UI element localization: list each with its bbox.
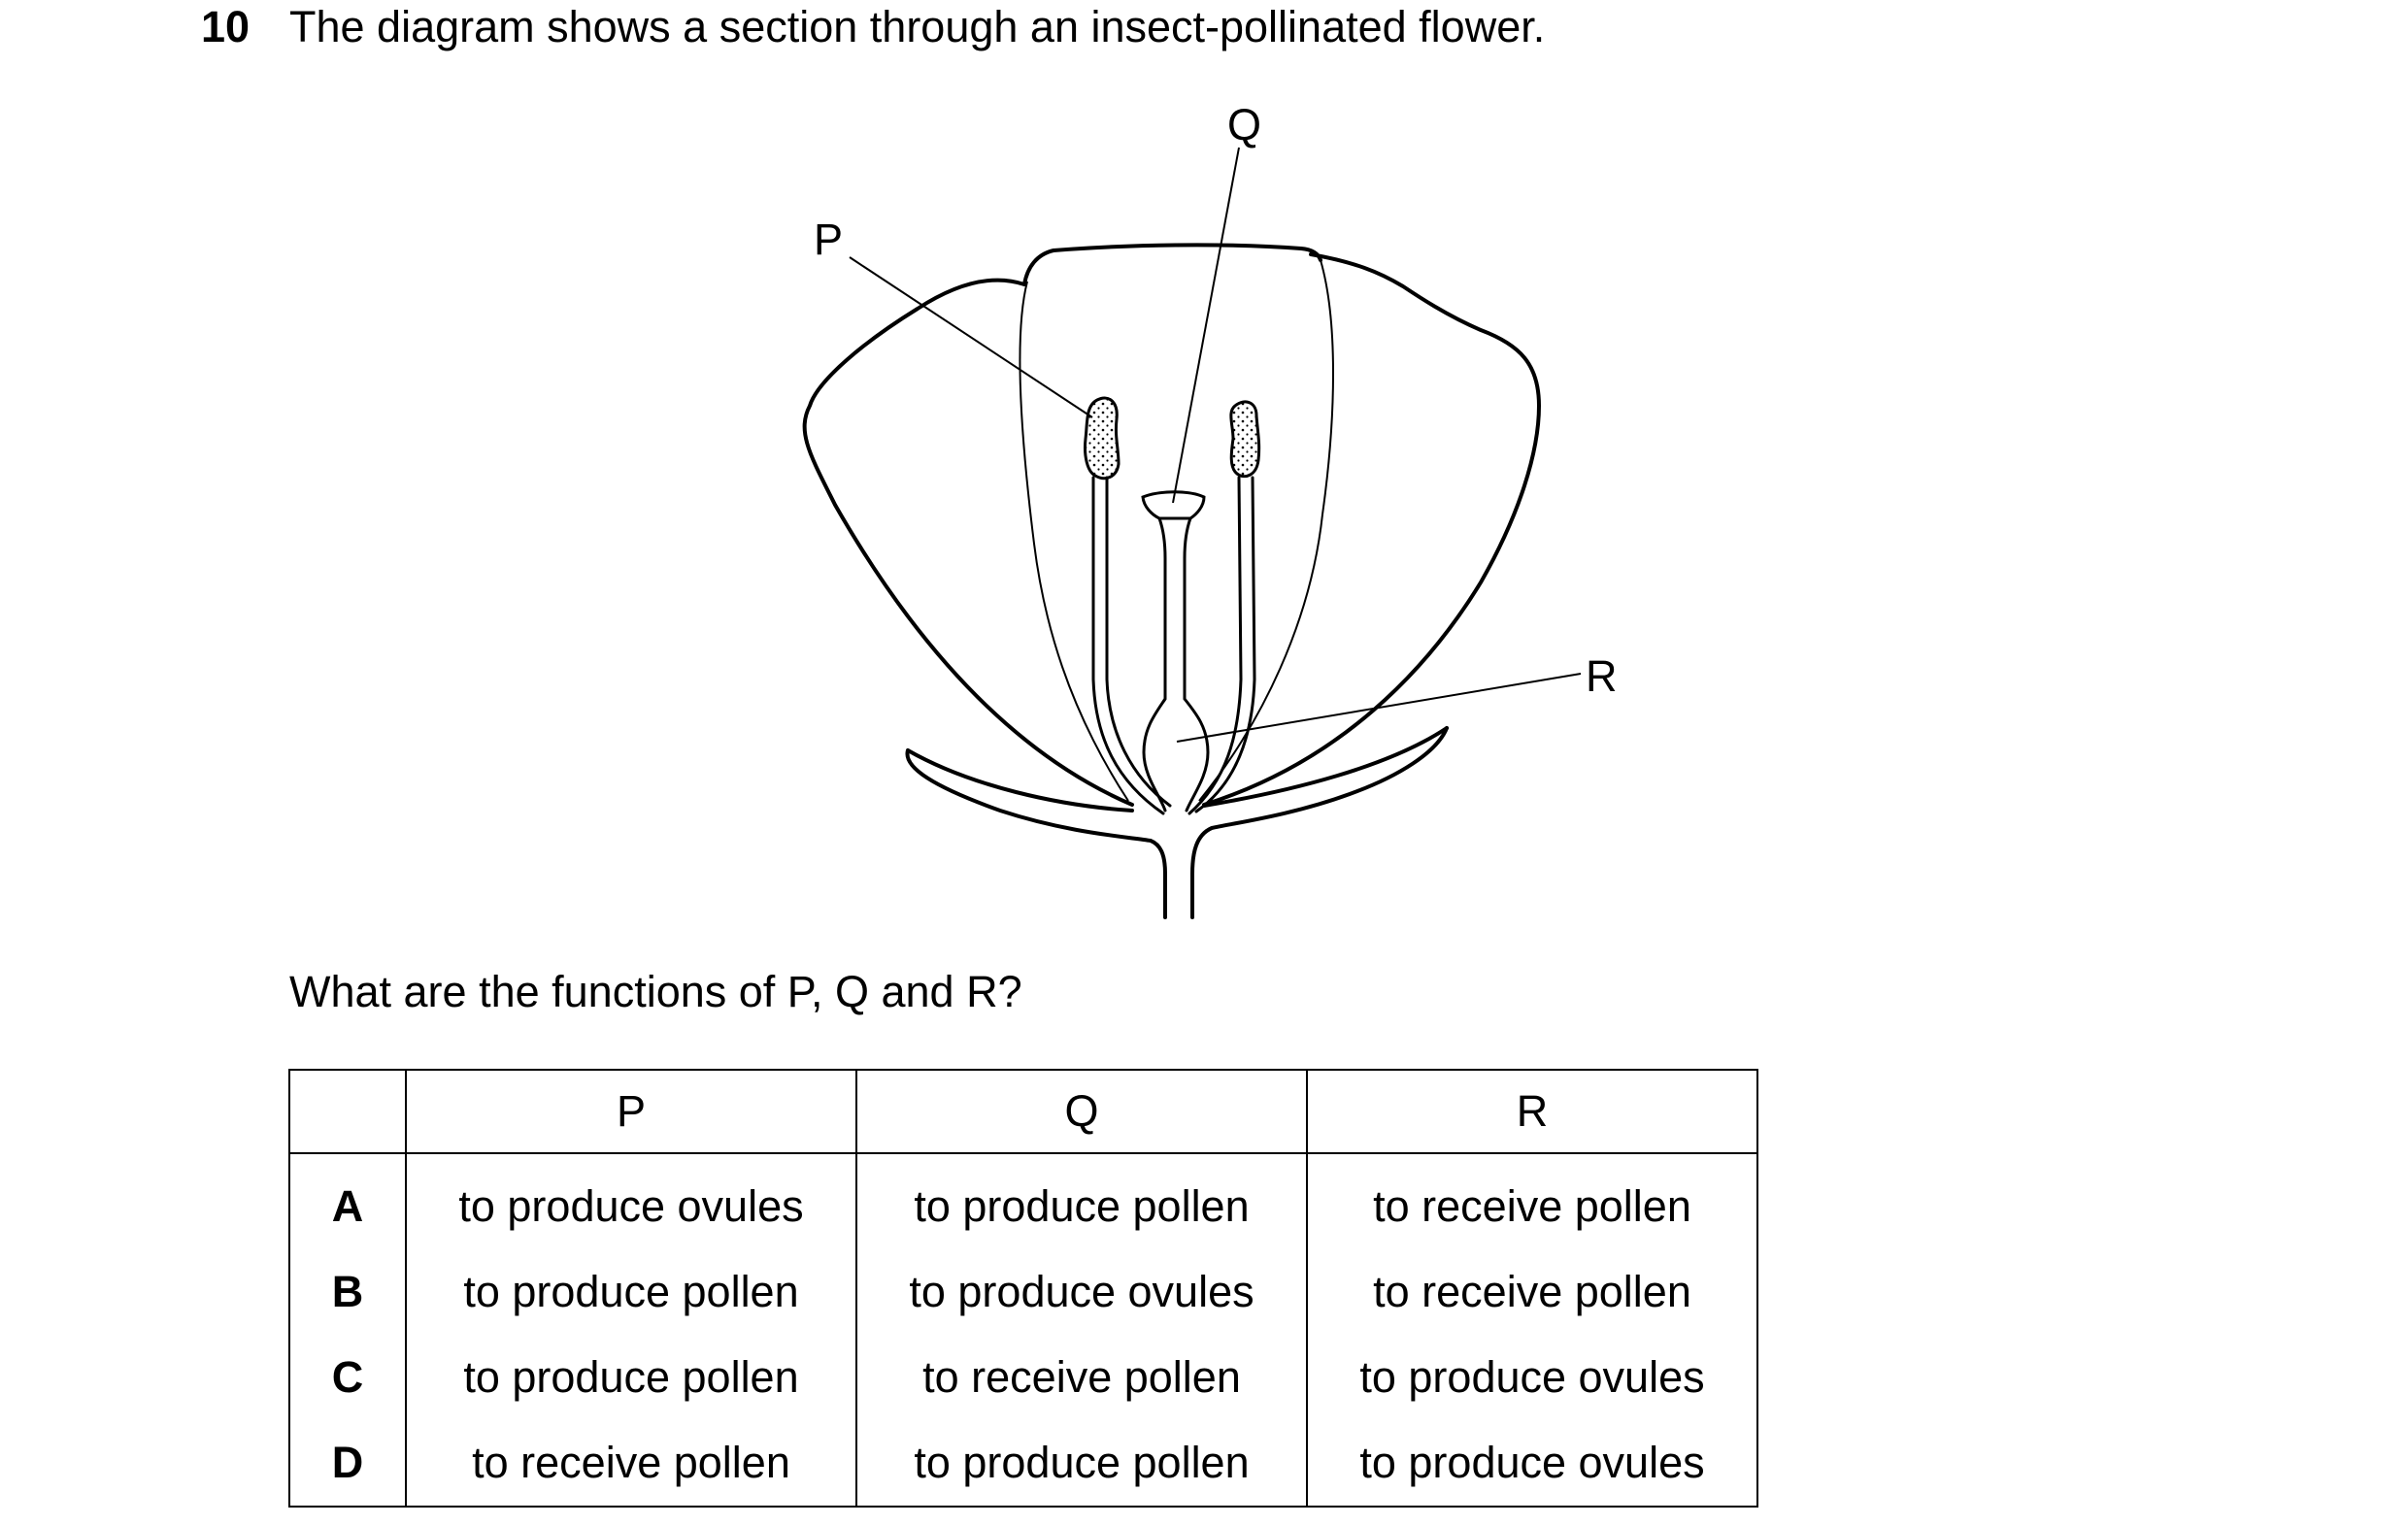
left-filament — [1091, 476, 1172, 815]
question-number: 10 — [201, 2, 251, 51]
option-q: to produce pollen — [855, 1153, 1308, 1249]
question-stem: The diagram shows a section through an i… — [289, 2, 1546, 51]
option-letter[interactable]: D — [288, 1420, 407, 1508]
option-row-d[interactable]: D to receive pollen to produce pollen to… — [288, 1420, 1758, 1508]
option-q: to produce ovules — [855, 1249, 1308, 1335]
option-letter[interactable]: B — [288, 1249, 407, 1335]
outer-petal-left — [802, 278, 1134, 807]
sepal-right — [1202, 726, 1449, 808]
sepal-right-underside — [1190, 726, 1449, 919]
inner-petal-right — [1198, 259, 1334, 802]
option-q: to produce pollen — [855, 1420, 1308, 1508]
outer-petal-right — [1202, 252, 1542, 807]
leader-line-q — [1172, 147, 1240, 504]
flower-diagram: P Q R — [802, 100, 1618, 919]
option-r: to produce ovules — [1306, 1335, 1758, 1420]
table-header-row: P Q R — [288, 1069, 1758, 1154]
answer-options-table: P Q R A to produce ovules to produce pol… — [288, 1069, 1758, 1508]
style-and-ovary — [1142, 516, 1210, 812]
stigma — [1141, 490, 1206, 520]
option-q: to receive pollen — [855, 1335, 1308, 1420]
option-row-c[interactable]: C to produce pollen to receive pollen to… — [288, 1335, 1758, 1420]
left-anther — [1084, 396, 1120, 481]
option-p: to produce ovules — [405, 1153, 857, 1249]
option-r: to receive pollen — [1306, 1249, 1758, 1335]
label-q: Q — [1227, 100, 1261, 149]
back-petal-rim — [1022, 243, 1322, 286]
option-r: to receive pollen — [1306, 1153, 1758, 1249]
option-p: to produce pollen — [405, 1249, 857, 1335]
label-r: R — [1586, 651, 1618, 701]
option-r: to produce ovules — [1306, 1420, 1758, 1508]
option-row-a[interactable]: A to produce ovules to produce pollen to… — [288, 1153, 1758, 1249]
sepal-left — [906, 748, 1134, 812]
leader-line-r — [1176, 673, 1582, 743]
header-blank — [288, 1069, 407, 1154]
option-letter[interactable]: A — [288, 1153, 407, 1249]
leader-line-p — [849, 256, 1093, 418]
inner-petal-left — [1019, 281, 1129, 802]
sepal-left-underside — [905, 748, 1167, 919]
header-q: Q — [855, 1069, 1308, 1154]
header-r: R — [1306, 1069, 1758, 1154]
question-prompt: What are the functions of P, Q and R? — [289, 967, 1022, 1016]
label-p: P — [814, 215, 843, 264]
right-filament — [1187, 476, 1256, 815]
option-letter[interactable]: C — [288, 1335, 407, 1420]
header-p: P — [405, 1069, 857, 1154]
option-row-b[interactable]: B to produce pollen to produce ovules to… — [288, 1249, 1758, 1335]
option-p: to receive pollen — [405, 1420, 857, 1508]
option-p: to produce pollen — [405, 1335, 857, 1420]
right-anther — [1229, 400, 1261, 479]
